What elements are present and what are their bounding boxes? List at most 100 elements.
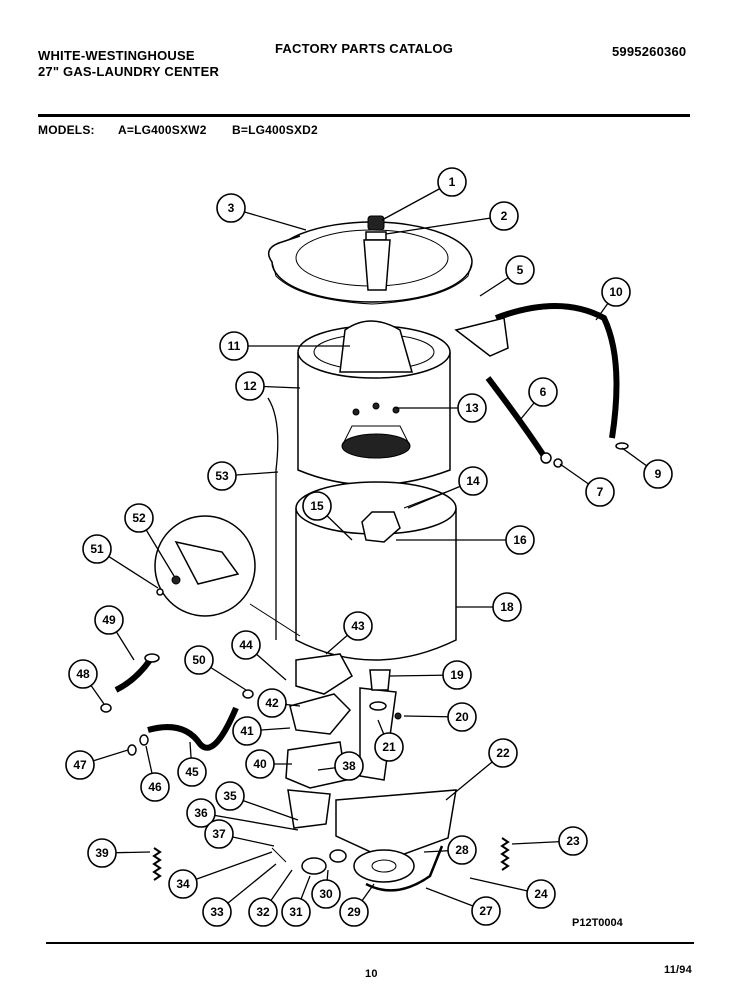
callout-44: 44 [231, 630, 261, 660]
callout-number: 16 [513, 533, 527, 547]
callout-number: 11 [228, 339, 241, 353]
callout-39: 39 [87, 838, 117, 868]
callout-circle [457, 393, 487, 423]
callout-34: 34 [168, 869, 198, 899]
callout-number: 21 [382, 740, 396, 754]
callout-48: 48 [68, 659, 98, 689]
callout-16: 16 [505, 525, 535, 555]
callout-number: 44 [239, 638, 253, 652]
callout-12: 12 [235, 371, 265, 401]
callout-40: 40 [245, 749, 275, 779]
leader-line-2 [385, 215, 505, 235]
callout-number: 31 [289, 905, 303, 919]
callout-number: 1 [449, 175, 456, 189]
callout-number: 3 [228, 201, 235, 215]
callout-number: 50 [192, 653, 206, 667]
callout-circle [558, 826, 588, 856]
callout-42: 42 [257, 688, 287, 718]
callout-circle [343, 611, 373, 641]
callout-number: 23 [566, 834, 580, 848]
callout-number: 2 [501, 209, 508, 223]
callout-number: 47 [73, 758, 87, 772]
callout-circle [442, 660, 472, 690]
callout-6: 6 [528, 377, 558, 407]
callout-circle [334, 751, 364, 781]
model-b: B=LG400SXD2 [232, 123, 318, 137]
callout-47: 47 [65, 750, 95, 780]
callout-29: 29 [339, 897, 369, 927]
callout-circle [207, 461, 237, 491]
callout-circle [202, 897, 232, 927]
callout-number: 9 [655, 467, 662, 481]
callout-10: 10 [601, 277, 631, 307]
callout-27: 27 [471, 896, 501, 926]
brand-name: WHITE-WESTINGHOUSE [38, 48, 195, 63]
callout-number: 46 [148, 780, 162, 794]
callout-circle [374, 732, 404, 762]
product-name: 27" GAS-LAUNDRY CENTER [38, 64, 220, 79]
callout-2: 2 [489, 201, 519, 231]
callout-circle [186, 798, 216, 828]
figure-code: P12T0004 [572, 917, 624, 929]
callout-5: 5 [505, 255, 535, 285]
callout-30: 30 [311, 879, 341, 909]
callout-14: 14 [458, 466, 488, 496]
callout-circle [231, 630, 261, 660]
header-rule [38, 114, 690, 117]
callout-circle [124, 503, 154, 533]
callout-9: 9 [643, 459, 673, 489]
callout-21: 21 [374, 732, 404, 762]
models-label: MODELS: [38, 123, 95, 137]
callout-36: 36 [186, 798, 216, 828]
callout-13: 13 [457, 393, 487, 423]
callout-circle [528, 377, 558, 407]
callout-number: 6 [540, 385, 547, 399]
callout-number: 7 [597, 485, 604, 499]
callout-circle [232, 716, 262, 746]
callout-37: 37 [204, 819, 234, 849]
callout-number: 20 [455, 710, 469, 724]
callout-circle [257, 688, 287, 718]
callout-number: 12 [243, 379, 257, 393]
callout-33: 33 [202, 897, 232, 927]
callout-number: 18 [500, 600, 514, 614]
callout-circle [505, 525, 535, 555]
leader-line-36 [200, 812, 299, 831]
callout-49: 49 [94, 605, 124, 635]
callout-45: 45 [177, 757, 207, 787]
callout-24: 24 [526, 879, 556, 909]
callout-7: 7 [585, 477, 615, 507]
footer-date: 11/94 [664, 964, 692, 976]
callout-number: 13 [465, 401, 479, 415]
callout-circle [82, 534, 112, 564]
callout-3: 3 [216, 193, 246, 223]
callout-51: 51 [82, 534, 112, 564]
callout-number: 42 [265, 696, 279, 710]
callout-number: 41 [240, 724, 254, 738]
callout-circle [248, 897, 278, 927]
callout-circle [68, 659, 98, 689]
callout-32: 32 [248, 897, 278, 927]
callout-number: 43 [351, 619, 365, 633]
callout-number: 15 [310, 499, 324, 513]
callout-number: 40 [253, 757, 267, 771]
callout-circle [177, 757, 207, 787]
callout-number: 24 [534, 887, 548, 901]
callout-15: 15 [302, 491, 332, 521]
callout-circle [94, 605, 124, 635]
callout-number: 35 [223, 789, 237, 803]
callout-number: 53 [215, 469, 229, 483]
callout-circle [489, 201, 519, 231]
callout-circle [447, 702, 477, 732]
callout-28: 28 [447, 835, 477, 865]
callout-circle [245, 749, 275, 779]
callout-number: 49 [102, 613, 116, 627]
callout-number: 51 [90, 542, 104, 556]
footer-rule [46, 942, 694, 944]
callout-31: 31 [281, 897, 311, 927]
callout-22: 22 [488, 738, 518, 768]
model-a: A=LG400SXW2 [118, 123, 207, 137]
catalog-title: FACTORY PARTS CATALOG [275, 41, 454, 56]
